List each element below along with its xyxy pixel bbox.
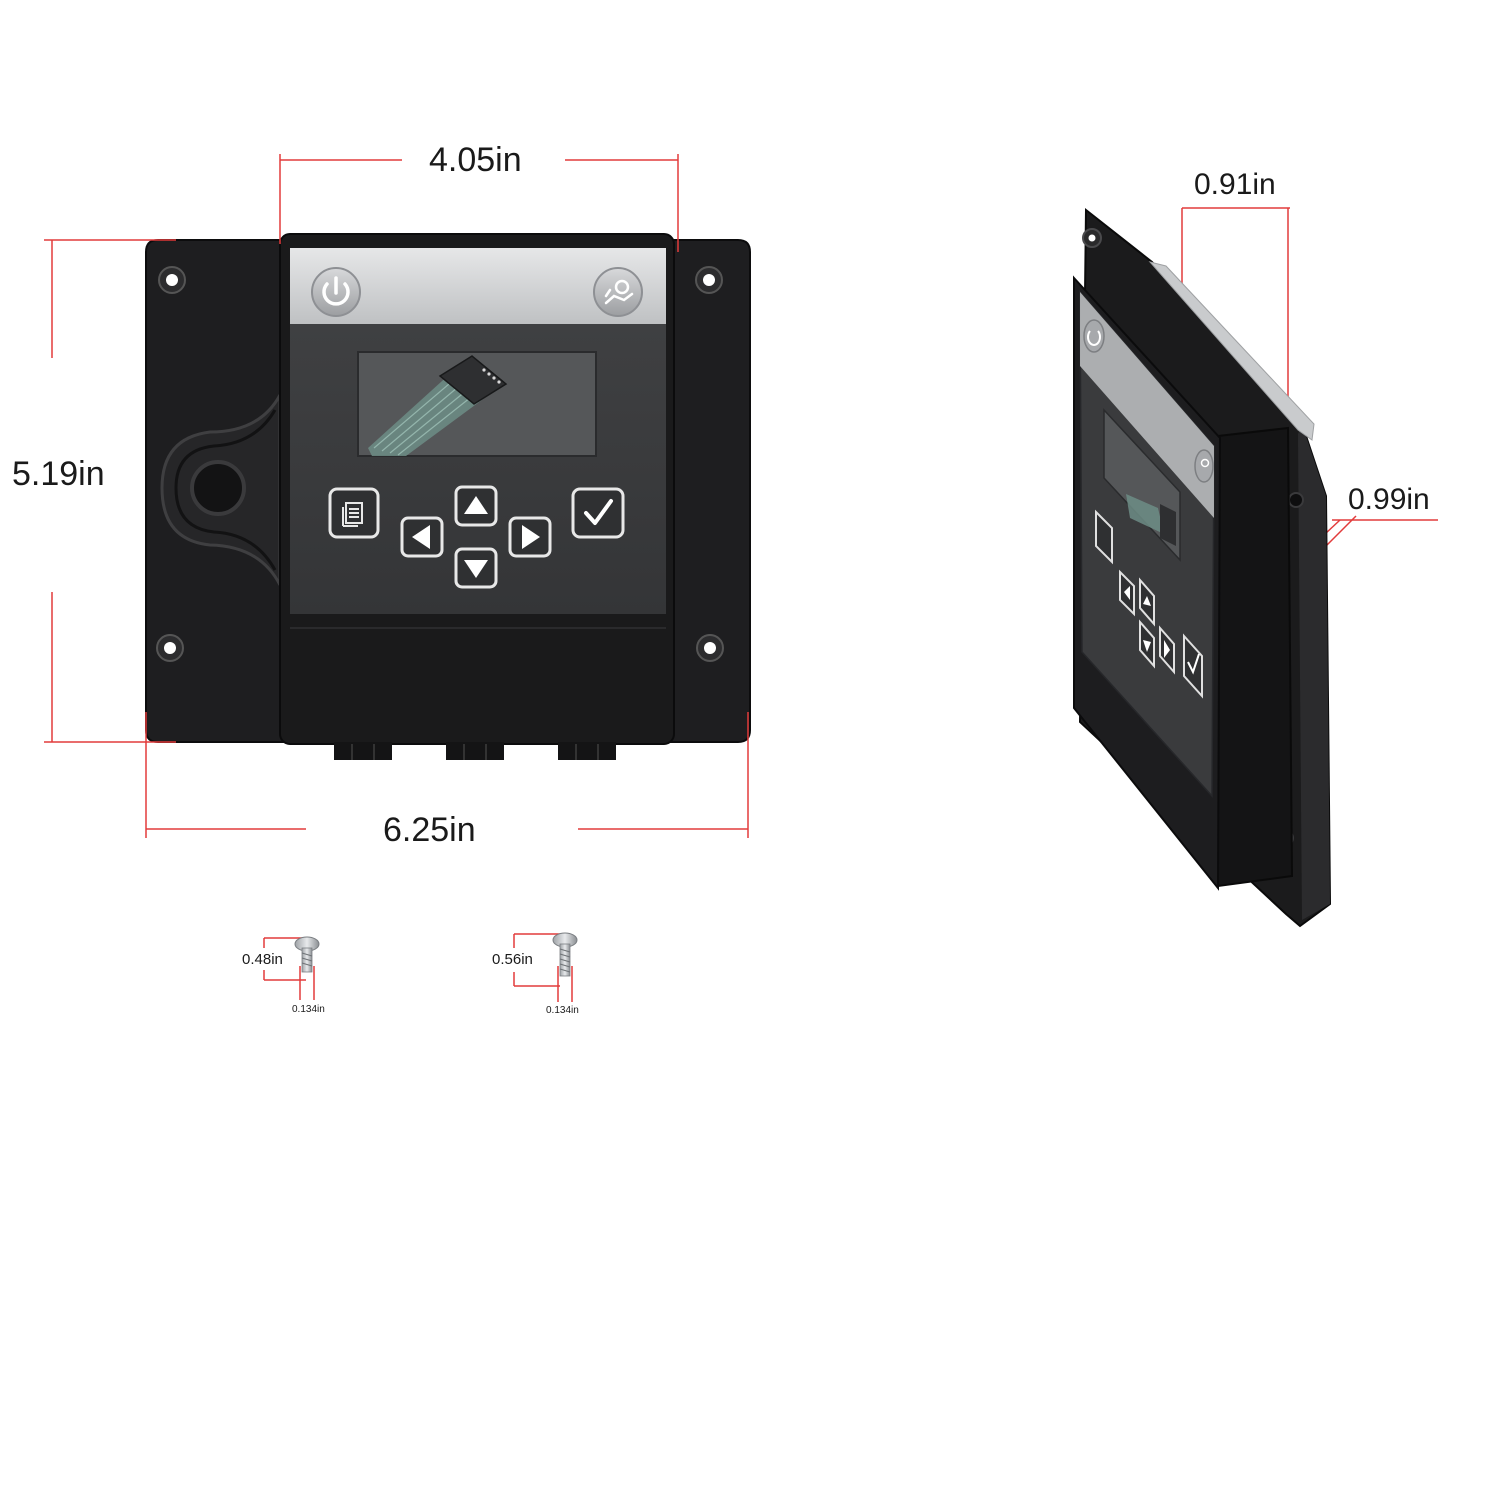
- down-button[interactable]: [454, 547, 498, 589]
- cable-port: [190, 460, 246, 516]
- long-screw: [552, 932, 578, 977]
- menu-button[interactable]: [328, 487, 380, 539]
- right-button[interactable]: [508, 516, 552, 558]
- power-icon: [322, 276, 350, 306]
- dim-side-depth-top: 0.91in: [1194, 168, 1276, 201]
- arrow-right-icon: [522, 525, 540, 549]
- side-menu-button[interactable]: [1095, 509, 1113, 565]
- display-window: [357, 351, 597, 457]
- checkmark-icon: [584, 499, 613, 525]
- bottom-connector: [446, 742, 504, 760]
- dim-front-width: 4.05in: [429, 141, 522, 179]
- side-confirm-button[interactable]: [1183, 633, 1203, 699]
- arrow-left-icon: [412, 525, 430, 549]
- confirm-button[interactable]: [571, 487, 625, 539]
- mounting-hole: [158, 266, 186, 294]
- side-top-strip: [1080, 292, 1214, 518]
- power-icon: [1087, 330, 1101, 346]
- hand-gear-icon: [1200, 458, 1210, 468]
- hand-gear-icon: [604, 279, 634, 305]
- side-power-button[interactable]: [1083, 319, 1105, 353]
- side-left-button[interactable]: [1119, 569, 1135, 617]
- front-view: [145, 233, 751, 760]
- grommet-ridge: [174, 409, 277, 571]
- left-button[interactable]: [400, 516, 444, 558]
- bottom-connector: [334, 742, 392, 760]
- side-settings-button[interactable]: [1194, 449, 1214, 483]
- side-screw: [1288, 492, 1304, 508]
- dim-side-depth-plate: 0.99in: [1348, 483, 1430, 516]
- arrow-down-icon: [1143, 640, 1151, 652]
- bottom-connector: [558, 742, 616, 760]
- arrow-up-icon: [1143, 596, 1151, 606]
- side-silver-strip: [1148, 261, 1315, 441]
- side-view: [1073, 207, 1332, 928]
- up-button[interactable]: [454, 485, 498, 527]
- checkmark-icon: [1187, 653, 1200, 675]
- dim-screw-long-diameter: 0.134in: [546, 1005, 579, 1016]
- power-button[interactable]: [311, 267, 361, 317]
- arrow-right-icon: [1164, 640, 1170, 658]
- dim-screw-long-length: 0.56in: [492, 951, 533, 968]
- mounting-hole: [696, 634, 724, 662]
- dimension-lines: [44, 154, 1438, 1002]
- arrow-up-icon: [464, 496, 488, 514]
- side-housing-depth: [1217, 426, 1294, 888]
- plate-edge: [1298, 424, 1330, 920]
- side-up-button[interactable]: [1139, 577, 1155, 627]
- dim-front-height: 5.19in: [12, 455, 105, 493]
- document-icon: [342, 502, 363, 527]
- dim-screw-short-length: 0.48in: [242, 951, 283, 968]
- mounting-hole: [695, 266, 723, 294]
- settings-button[interactable]: [593, 267, 643, 317]
- side-down-button[interactable]: [1139, 619, 1155, 669]
- side-right-button[interactable]: [1159, 625, 1175, 675]
- arrow-down-icon: [464, 560, 488, 578]
- ribbon-connector: [438, 355, 508, 405]
- dim-plate-width: 6.25in: [383, 811, 476, 849]
- short-screw: [294, 936, 320, 973]
- arrow-left-icon: [1124, 586, 1130, 600]
- dim-screw-short-diameter: 0.134in: [292, 1004, 325, 1015]
- mounting-hole: [156, 634, 184, 662]
